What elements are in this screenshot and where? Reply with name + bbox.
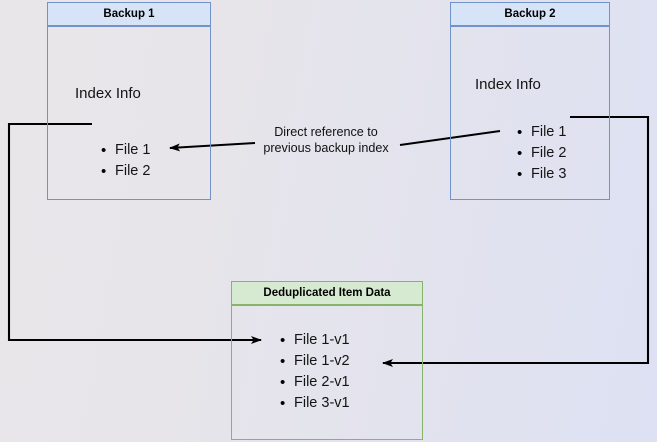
edge-label-line-2: previous backup index	[263, 141, 389, 155]
node-backup-1-header: Backup 1	[47, 2, 211, 26]
backup-2-index-info-label: Index Info	[475, 76, 541, 93]
list-item: File 2	[517, 143, 567, 164]
edge-label-line-1: Direct reference to	[274, 125, 378, 139]
node-backup-1[interactable]: Backup 1 Index Info File 1 File 2	[47, 2, 211, 200]
list-item: File 3-v1	[280, 393, 350, 414]
node-deduplicated-item-data[interactable]: Deduplicated Item Data File 1-v1 File 1-…	[231, 281, 423, 440]
list-item: File 3	[517, 164, 567, 185]
node-backup-2[interactable]: Backup 2 Index Info File 1 File 2 File 3	[450, 2, 610, 200]
node-deduplicated-item-data-header: Deduplicated Item Data	[231, 281, 423, 305]
backup-2-file-list: File 1 File 2 File 3	[514, 122, 567, 185]
node-backup-2-body: Index Info File 1 File 2 File 3	[450, 26, 610, 200]
list-item: File 2	[101, 161, 151, 182]
list-item: File 1-v2	[280, 351, 350, 372]
list-item: File 1-v1	[280, 330, 350, 351]
node-backup-2-header: Backup 2	[450, 2, 610, 26]
list-item: File 2-v1	[280, 372, 350, 393]
list-item: File 1	[101, 140, 151, 161]
node-backup-1-body: Index Info File 1 File 2	[47, 26, 211, 200]
backup-1-file-list: File 1 File 2	[98, 140, 151, 182]
node-deduplicated-item-data-body: File 1-v1 File 1-v2 File 2-v1 File 3-v1	[231, 305, 423, 440]
list-item: File 1	[517, 122, 567, 143]
dedup-file-list: File 1-v1 File 1-v2 File 2-v1 File 3-v1	[277, 330, 350, 414]
backup-1-index-info-label: Index Info	[75, 85, 141, 102]
edge-label-direct-reference: Direct reference to previous backup inde…	[251, 124, 401, 156]
